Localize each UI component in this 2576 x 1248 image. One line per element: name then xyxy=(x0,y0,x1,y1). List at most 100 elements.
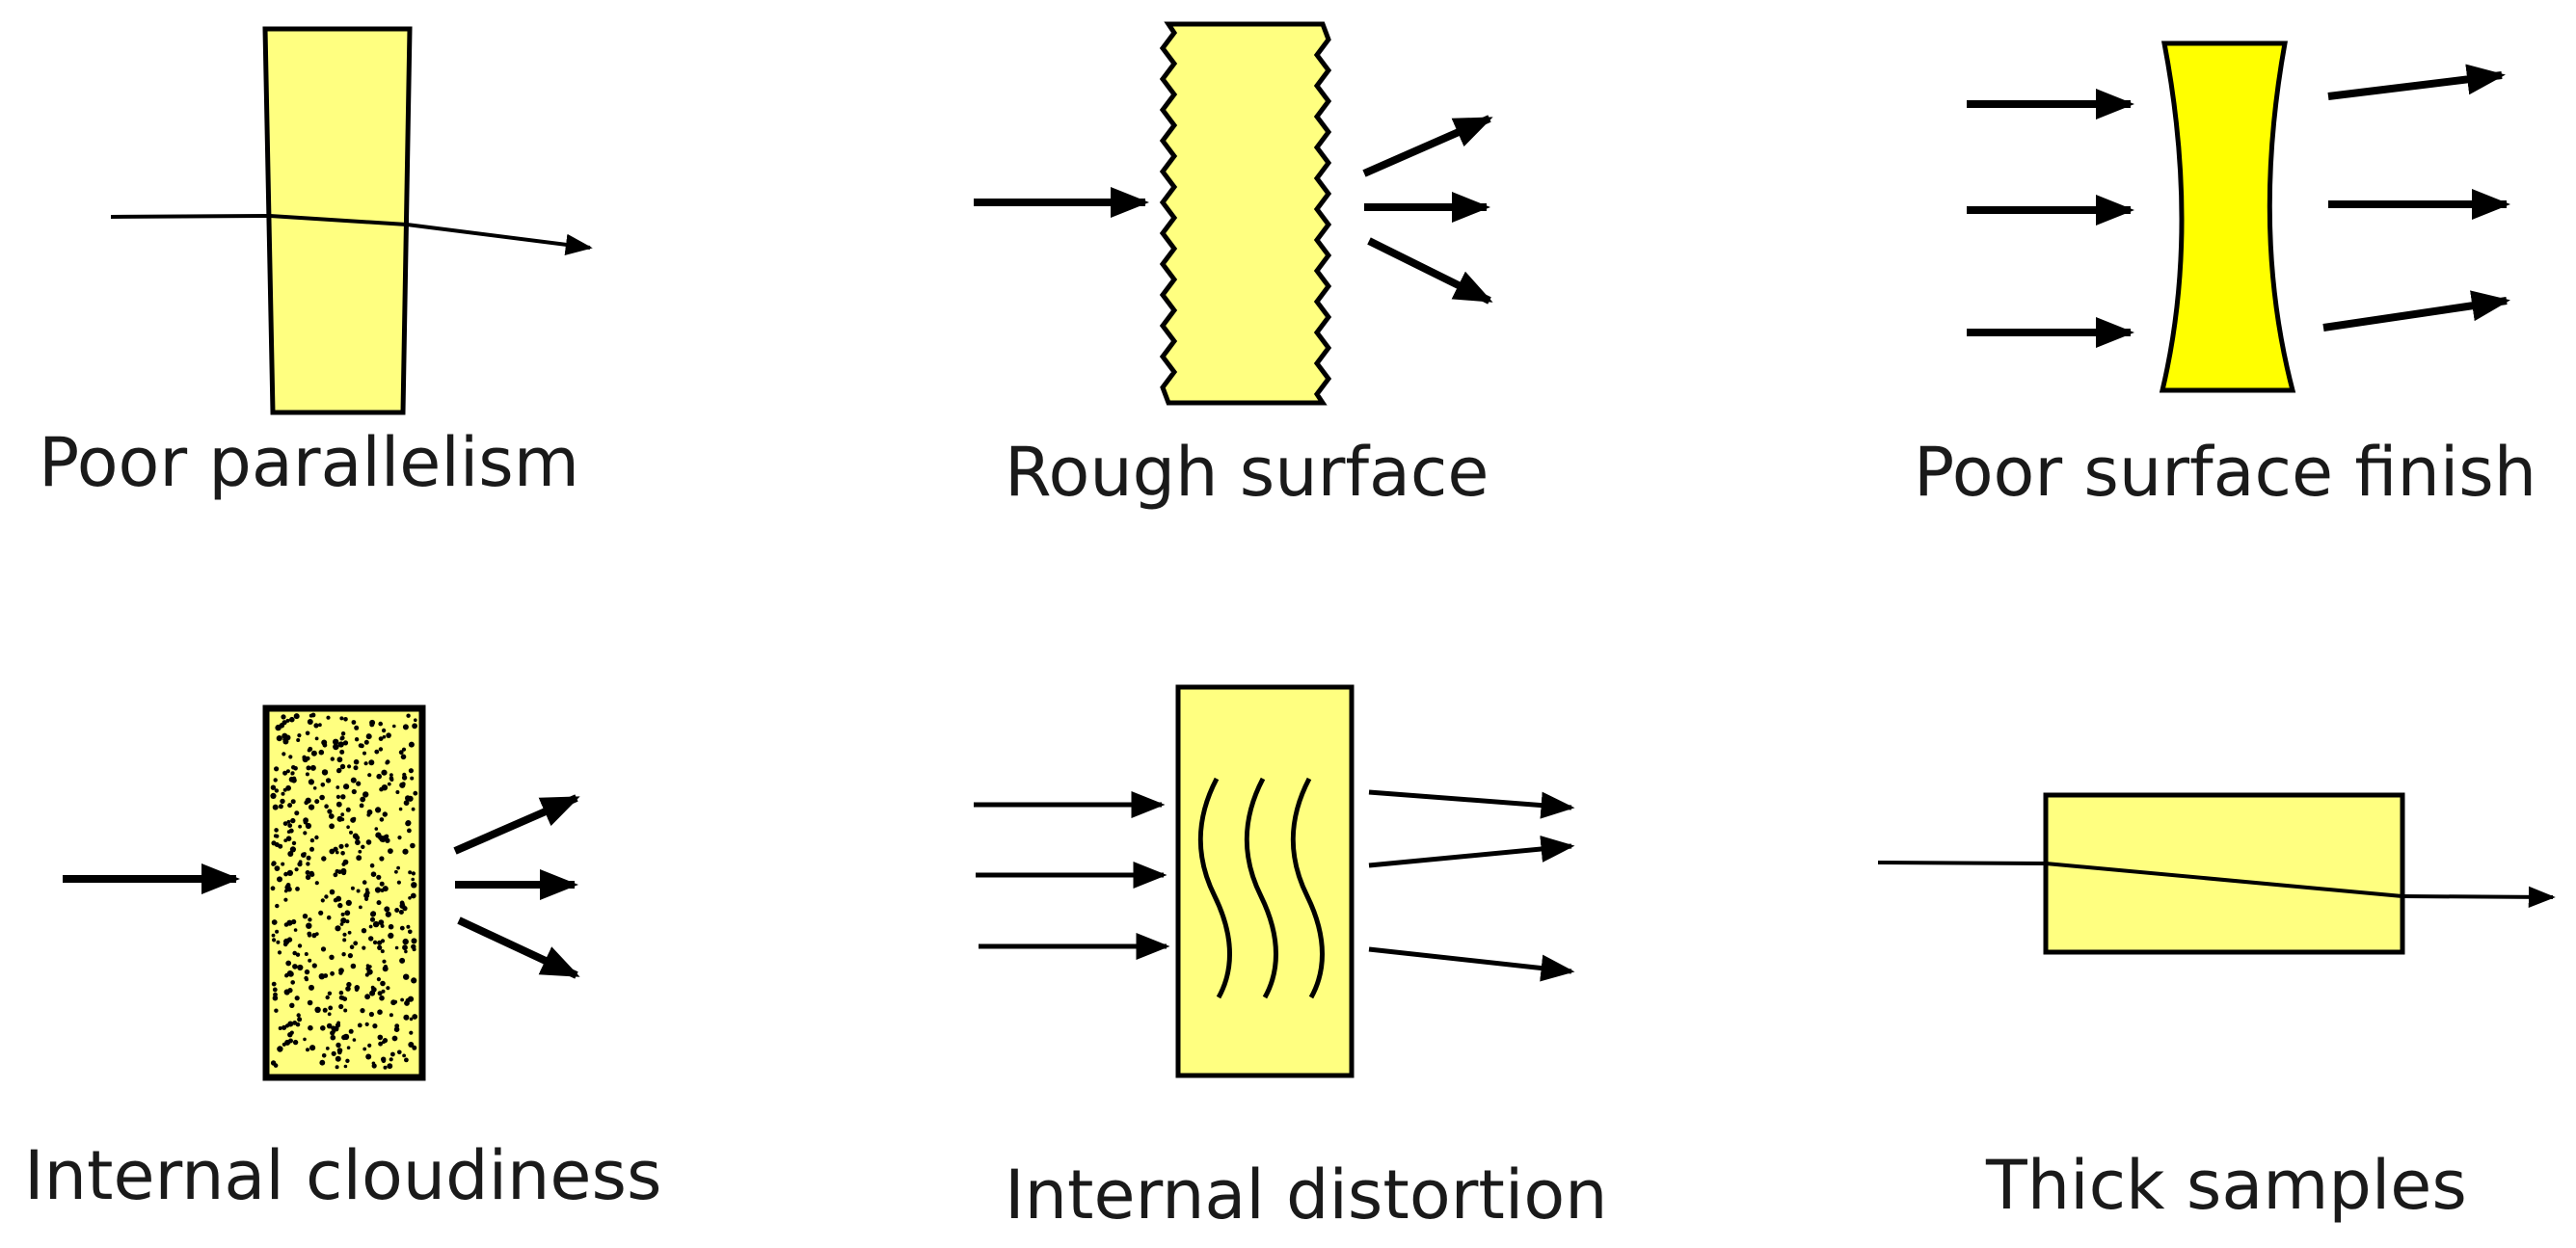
cloudiness-particle xyxy=(314,835,319,840)
cloudiness-particle xyxy=(384,906,390,913)
exit-arrow-bottom xyxy=(2322,290,2510,332)
caption-thick-samples: Thick samples xyxy=(1986,1146,2467,1225)
cloudiness-particle xyxy=(377,940,383,945)
cloudiness-particle xyxy=(277,950,282,955)
cloudiness-particle xyxy=(413,790,418,796)
cloudiness-particle xyxy=(270,784,277,790)
cloudiness-particle xyxy=(350,777,357,783)
cloudiness-particle xyxy=(335,794,340,800)
cloudiness-particle xyxy=(410,842,416,849)
cloudiness-particle xyxy=(377,1034,384,1041)
cloudiness-particle xyxy=(292,1039,299,1046)
cloudiness-particle xyxy=(339,736,344,741)
cloudiness-particle xyxy=(376,900,382,906)
cloudiness-particle xyxy=(318,749,325,756)
cloudiness-particle xyxy=(320,1025,326,1031)
panel-internal-distortion xyxy=(974,684,1575,1078)
cloudiness-particle xyxy=(327,1012,332,1017)
cloudiness-particle xyxy=(380,939,386,943)
cloudiness-particle xyxy=(356,855,362,862)
cloudiness-particle xyxy=(405,795,411,802)
cloudiness-particle xyxy=(271,862,276,866)
cloudiness-particle xyxy=(336,1021,340,1025)
cloudiness-particle xyxy=(378,747,384,752)
cloudiness-particle xyxy=(383,1065,388,1070)
cloudiness-particle xyxy=(272,995,279,1001)
cloudiness-particle xyxy=(353,765,359,771)
cloudiness-particle xyxy=(272,987,278,993)
cloudiness-particle xyxy=(402,1053,406,1058)
cloudiness-particle xyxy=(347,930,352,935)
cloudiness-particle xyxy=(333,743,339,751)
cloudiness-particle xyxy=(377,991,383,996)
cloudiness-particle xyxy=(366,809,373,815)
cloudiness-particle xyxy=(368,1011,374,1018)
cloudiness-particle xyxy=(400,997,404,1002)
cloudiness-particle xyxy=(319,1059,326,1066)
cloudiness-particle xyxy=(352,1038,357,1042)
scatter-arrow-up xyxy=(453,794,580,855)
cloudiness-particle xyxy=(307,999,313,1006)
cloudiness-particle xyxy=(393,999,398,1004)
cloudiness-particle xyxy=(287,851,294,857)
cloudiness-particle xyxy=(290,799,296,805)
cloudiness-particle xyxy=(325,778,332,783)
cloudiness-particle xyxy=(338,843,344,849)
cloudiness-particle xyxy=(408,768,414,774)
cloudiness-particle xyxy=(325,995,330,1000)
cloudiness-particle xyxy=(381,784,389,791)
cloudiness-particle xyxy=(342,1033,350,1041)
cloudiness-particle xyxy=(372,920,380,928)
cloudiness-particle xyxy=(335,1065,339,1070)
cloudiness-particle xyxy=(288,1038,293,1044)
cloudiness-particle xyxy=(340,812,345,817)
distorted-sample xyxy=(1175,684,1355,1078)
cloudiness-particle xyxy=(375,807,382,813)
cloudiness-particle xyxy=(309,837,315,843)
cloudiness-particle xyxy=(336,767,342,773)
cloudiness-particle xyxy=(285,769,290,774)
cloudiness-particle xyxy=(368,924,373,929)
cloudiness-particle xyxy=(376,773,383,780)
cloudiness-particle xyxy=(339,922,344,926)
cloudiness-particle xyxy=(271,933,276,938)
cloudiness-particle xyxy=(322,742,328,748)
cloudiness-particle xyxy=(353,941,359,946)
cloudiness-particle xyxy=(309,846,314,852)
cloudiness-particle xyxy=(377,944,383,951)
cloudiness-particle xyxy=(381,728,387,733)
cloudiness-particle xyxy=(318,910,324,916)
cloudiness-particle xyxy=(286,970,293,977)
cloudiness-particle xyxy=(394,869,398,874)
cloudiness-particle xyxy=(397,1049,402,1055)
cloudiness-particle xyxy=(322,1007,328,1013)
cloudiness-particle xyxy=(275,903,280,909)
cloudiness-particle xyxy=(393,1026,400,1032)
cloudiness-particle xyxy=(389,773,393,778)
cloudiness-particle xyxy=(351,788,357,795)
cloudiness-particle xyxy=(326,915,332,920)
cloudiness-particle xyxy=(296,1013,301,1018)
cloudiness-particle xyxy=(328,1005,334,1011)
cloudiness-particle xyxy=(387,782,391,786)
cloudiness-particle xyxy=(283,897,288,902)
cloudiness-particle xyxy=(285,960,292,967)
cloudiness-particle xyxy=(293,713,300,720)
cloudiness-particle xyxy=(370,871,377,877)
cloudiness-particle xyxy=(308,779,314,785)
cloudiness-particle xyxy=(332,1029,336,1033)
cloudiness-particle xyxy=(328,813,335,819)
cloudiness-particle xyxy=(407,828,412,834)
cloudiness-particle xyxy=(304,800,309,806)
cloudiness-particle xyxy=(406,924,411,929)
cloudiness-particle xyxy=(401,747,407,752)
cloudiness-particle xyxy=(411,943,416,950)
cloudiness-particle xyxy=(338,990,344,996)
panel-thick-samples xyxy=(1877,792,2556,955)
cloudiness-particle xyxy=(401,782,406,786)
panel-internal-cloudiness xyxy=(63,704,580,1081)
cloudiness-particle xyxy=(305,772,309,777)
cloudiness-particle xyxy=(408,870,413,875)
cloudiness-particle xyxy=(345,899,352,907)
cloudiness-particle xyxy=(411,882,417,889)
